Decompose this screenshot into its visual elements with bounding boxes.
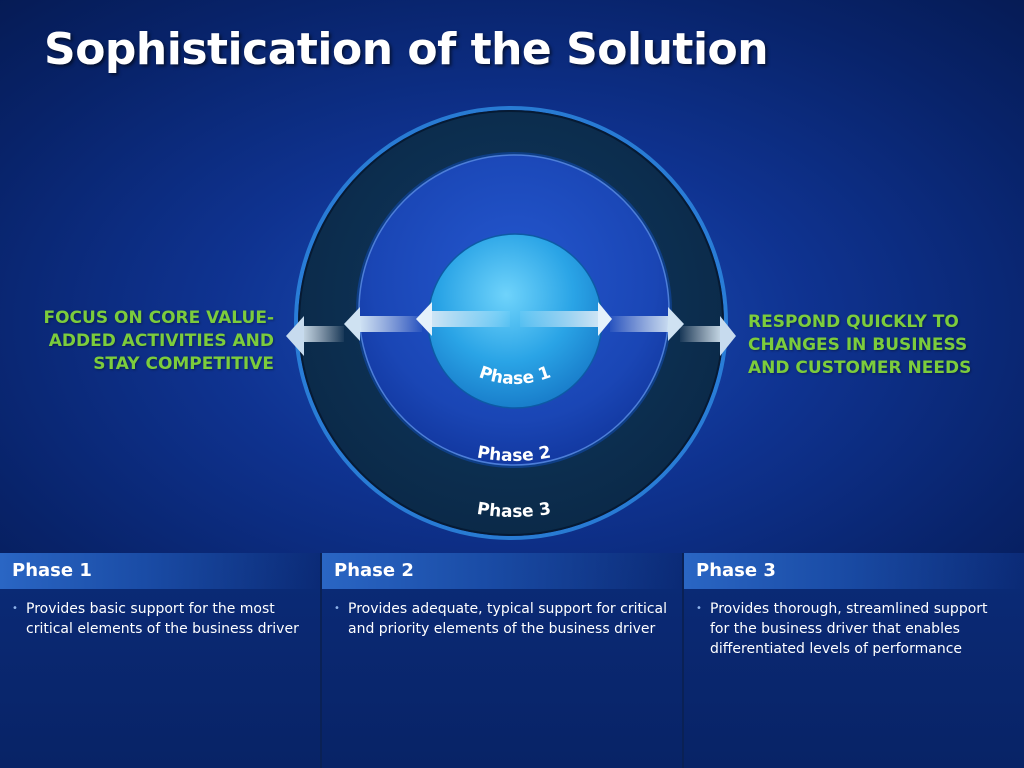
list-item: • Provides adequate, typical support for… [334, 599, 668, 639]
phase-1-panel: Phase 1 • Provides basic support for the… [0, 553, 320, 768]
bullet-icon: • [12, 603, 18, 614]
panel-divider [320, 553, 322, 768]
bullet-icon: • [696, 603, 702, 614]
right-caption: RESPOND QUICKLY TO CHANGES IN BUSINESS A… [748, 311, 1018, 380]
right-caption-line: CHANGES IN BUSINESS [748, 335, 968, 355]
ring-label-phase-2: Phase 2 [476, 443, 553, 467]
list-item: • Provides thorough, streamlined support… [696, 599, 1010, 659]
phase-2-panel: Phase 2 • Provides adequate, typical sup… [322, 553, 682, 768]
left-caption-line: STAY COMPETITIVE [93, 354, 274, 374]
panel-heading: Phase 1 [0, 553, 320, 589]
left-caption-line: FOCUS ON CORE VALUE- [43, 308, 274, 328]
arrows-left [286, 302, 510, 356]
panel-divider [682, 553, 684, 768]
list-item: • Provides basic support for the most cr… [12, 599, 306, 639]
left-caption: FOCUS ON CORE VALUE- ADDED ACTIVITIES AN… [8, 307, 274, 376]
left-caption-line: ADDED ACTIVITIES AND [48, 331, 274, 351]
bullet-icon: • [334, 603, 340, 614]
slide-title: Sophistication of the Solution [44, 24, 769, 75]
panel-heading: Phase 2 [322, 553, 682, 589]
panel-text: Provides thorough, streamlined support f… [710, 601, 988, 657]
right-caption-line: RESPOND QUICKLY TO [748, 312, 959, 332]
panel-text: Provides adequate, typical support for c… [348, 601, 668, 637]
right-caption-line: AND CUSTOMER NEEDS [748, 358, 972, 378]
outer-ring-glow [294, 106, 728, 540]
panel-heading: Phase 3 [684, 553, 1024, 589]
ring-label-phase-3: Phase 3 [476, 499, 553, 522]
arrows-right [520, 302, 736, 356]
phase-3-panel: Phase 3 • Provides thorough, streamlined… [684, 553, 1024, 768]
phase-diagram: Phase 1 Phase 2 Phase 3 [286, 106, 736, 540]
panel-text: Provides basic support for the most crit… [26, 601, 299, 637]
